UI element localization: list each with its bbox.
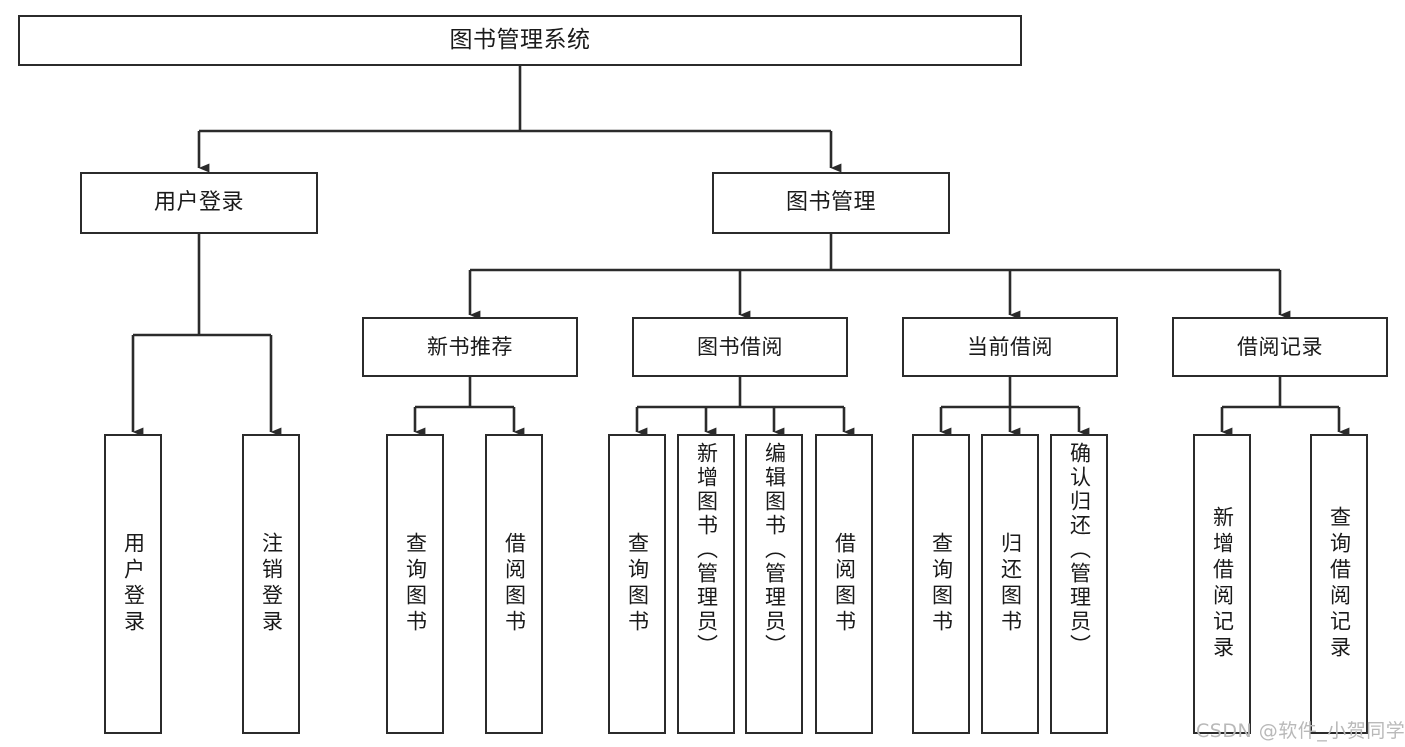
leaf-borrow-query-book[interactable]: 查询图书 (608, 434, 666, 734)
leaf-logout[interactable]: 注销登录 (242, 434, 300, 734)
leaf-user-login[interactable]: 用户登录 (104, 434, 162, 734)
leaf-recommend-query-book-label: 查询图书 (403, 532, 428, 636)
node-borrow-record-label: 借阅记录 (1237, 334, 1323, 359)
node-book-management-label: 图书管理 (785, 190, 876, 216)
csdn-watermark: CSDN @软件_小贺同学 (1196, 720, 1405, 742)
leaf-recommend-borrow-book-label: 借阅图书 (502, 532, 527, 636)
leaf-confirm-return-admin-label: 确认归还（管理员） (1067, 442, 1092, 658)
leaf-query-borrow-record-label: 查询借阅记录 (1327, 506, 1352, 662)
node-new-book-recommend-label: 新书推荐 (427, 334, 513, 359)
leaf-borrow-book[interactable]: 借阅图书 (815, 434, 873, 734)
leaf-recommend-query-book[interactable]: 查询图书 (386, 434, 444, 734)
leaf-current-query-book-label: 查询图书 (929, 532, 954, 636)
leaf-confirm-return-admin[interactable]: 确认归还（管理员） (1050, 434, 1108, 734)
leaf-logout-label: 注销登录 (259, 532, 284, 636)
leaf-query-borrow-record[interactable]: 查询借阅记录 (1310, 434, 1368, 734)
node-root-label: 图书管理系统 (449, 26, 591, 53)
leaf-add-book-admin-label: 新增图书（管理员） (694, 442, 719, 658)
node-book-borrow[interactable]: 图书借阅 (632, 317, 848, 377)
node-new-book-recommend[interactable]: 新书推荐 (362, 317, 578, 377)
leaf-current-query-book[interactable]: 查询图书 (912, 434, 970, 734)
node-current-borrow-label: 当前借阅 (967, 334, 1053, 359)
leaf-return-book-label: 归还图书 (998, 532, 1023, 636)
node-book-borrow-label: 图书借阅 (697, 334, 783, 359)
leaf-user-login-label: 用户登录 (121, 532, 146, 636)
leaf-borrow-query-book-label: 查询图书 (625, 532, 650, 636)
leaf-add-borrow-record-label: 新增借阅记录 (1210, 506, 1235, 662)
leaf-add-book-admin[interactable]: 新增图书（管理员） (677, 434, 735, 734)
leaf-add-borrow-record[interactable]: 新增借阅记录 (1193, 434, 1251, 734)
node-borrow-record[interactable]: 借阅记录 (1172, 317, 1388, 377)
node-current-borrow[interactable]: 当前借阅 (902, 317, 1118, 377)
node-book-management[interactable]: 图书管理 (712, 172, 950, 234)
node-user-login-label: 用户登录 (153, 190, 244, 216)
leaf-borrow-book-label: 借阅图书 (832, 532, 857, 636)
node-user-login[interactable]: 用户登录 (80, 172, 318, 234)
leaf-edit-book-admin-label: 编辑图书（管理员） (762, 442, 787, 658)
node-root[interactable]: 图书管理系统 (18, 15, 1022, 66)
leaf-return-book[interactable]: 归还图书 (981, 434, 1039, 734)
leaf-recommend-borrow-book[interactable]: 借阅图书 (485, 434, 543, 734)
leaf-edit-book-admin[interactable]: 编辑图书（管理员） (745, 434, 803, 734)
